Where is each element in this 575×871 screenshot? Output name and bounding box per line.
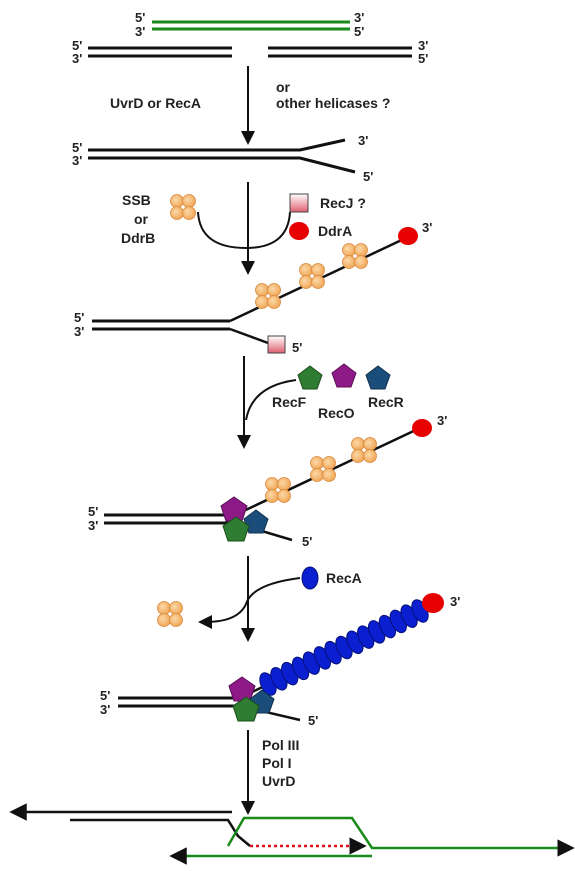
- ddra-bound-3prime-2: [412, 419, 432, 437]
- ddrb-label: DdrB: [121, 230, 155, 246]
- reca-oval-icon: [301, 566, 319, 590]
- stage2-top-3prime-label: 3': [358, 133, 368, 148]
- stage3-3prime-label: 3': [74, 324, 84, 339]
- stage3-end-5prime-label: 5': [292, 340, 302, 355]
- stage2-5prime-label: 5': [72, 140, 82, 155]
- stage4-recfor-loaded-dna: 5' 3' 3' 5': [88, 413, 447, 549]
- stage3-end-3prime-label: 3': [422, 220, 432, 235]
- recr-bound: [243, 509, 269, 534]
- recj-bound-5prime: [267, 335, 286, 354]
- stage4-5prime-label: 5': [88, 504, 98, 519]
- stage5-reca-filament-dna: 5' 3' 3' 5': [100, 593, 460, 728]
- stage4-3prime-label: 3': [88, 518, 98, 533]
- reco-bound-2: [228, 676, 256, 702]
- ddra-bound-3prime: [398, 227, 418, 245]
- stage5-3prime-label: 3': [100, 702, 110, 717]
- reco-bound: [220, 496, 248, 522]
- dsb-left-3prime-label: 3': [72, 51, 82, 66]
- donor-5prime-label: 5': [135, 10, 145, 25]
- ssb-bound-5: [310, 456, 336, 482]
- uvrd-label: UvrD: [262, 773, 295, 789]
- step1-helicase-label: UvrD or RecA: [110, 95, 201, 111]
- recf-pentagon-icon: [297, 365, 323, 390]
- stage2-3prime-label: 3': [72, 153, 82, 168]
- step1-or-label: or: [276, 79, 291, 95]
- stage2-bottom-5prime-label: 5': [363, 169, 373, 184]
- stage1-donor-dna: 5' 3' 3' 5': [135, 10, 364, 39]
- recj-label: RecJ ?: [320, 195, 366, 211]
- stage5-5prime-label: 5': [100, 688, 110, 703]
- recr-label: RecR: [368, 394, 404, 410]
- ssb-label: SSB: [122, 192, 151, 208]
- pol1-label: Pol I: [262, 755, 292, 771]
- donor-3prime-label: 3': [135, 24, 145, 39]
- step3-join-arc: [245, 379, 297, 421]
- ddra-bound-3prime-3: [422, 593, 444, 613]
- stage6-d-loop: [9, 803, 575, 865]
- stage5-end-3prime-label: 3': [450, 594, 460, 609]
- stage4-end-3prime-label: 3': [437, 413, 447, 428]
- dsb-right-5prime-label: 5': [418, 51, 428, 66]
- stage5-end-5prime-label: 5': [308, 713, 318, 728]
- step4-release-arc: [198, 577, 301, 629]
- ssb-released-icon: [157, 601, 183, 627]
- reco-label: RecO: [318, 405, 355, 421]
- step2-join-arc: [197, 211, 291, 250]
- stage4-end-5prime-label: 5': [302, 534, 312, 549]
- recf-bound: [222, 516, 250, 542]
- stage3-5prime-label: 5': [74, 310, 84, 325]
- recj-square-icon: [289, 193, 309, 213]
- donor-5prime-right-label: 5': [354, 24, 364, 39]
- ssb-or-label: or: [134, 211, 149, 227]
- ssb-bound-2: [299, 263, 325, 289]
- donor-3prime-right-label: 3': [354, 10, 364, 25]
- dsb-left-5prime-label: 5': [72, 38, 82, 53]
- reco-pentagon-icon: [331, 363, 357, 388]
- recr-pentagon-icon: [365, 365, 391, 390]
- stage1-broken-dna: 5' 3' 3' 5': [72, 38, 428, 66]
- recf-bound-2: [232, 696, 260, 722]
- ddra-label: DdrA: [318, 223, 352, 239]
- stage2-unwound-dna: 5' 3' 3' 5': [72, 133, 373, 184]
- dsb-right-3prime-label: 3': [418, 38, 428, 53]
- ssb-bound-4: [265, 477, 291, 503]
- step1-other-helicases-label: other helicases ?: [276, 95, 390, 111]
- reca-filament: [259, 599, 429, 696]
- ssb-bound-1: [255, 283, 281, 309]
- ssb-bound-3: [342, 243, 368, 269]
- ddra-oval-icon: [289, 222, 309, 240]
- pol3-label: Pol III: [262, 737, 299, 753]
- stage3-ssb-coated-dna: 5' 3' 3' 5': [74, 220, 432, 355]
- ssb-tetramer-icon: [170, 194, 196, 220]
- recf-label: RecF: [272, 394, 307, 410]
- ssb-bound-6: [351, 437, 377, 463]
- reca-label: RecA: [326, 570, 362, 586]
